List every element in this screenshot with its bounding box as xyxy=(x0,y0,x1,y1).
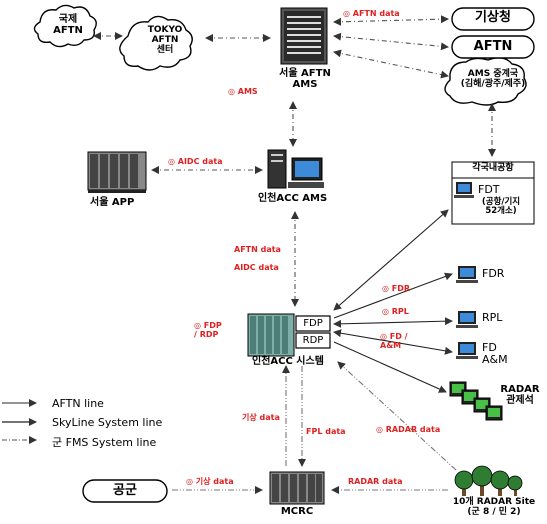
seoul-aftn-ams-line2: AMS xyxy=(292,79,318,90)
fd-am-line2: A&M xyxy=(482,353,508,367)
tokyo-aftn-line1: TOKYO xyxy=(147,25,183,35)
edge-acc-rpl xyxy=(333,317,453,328)
legend-lines xyxy=(2,399,37,444)
fd-am-line1: FD xyxy=(482,341,497,354)
fd-am-edge-label: ◎ FD / A&M xyxy=(380,332,408,351)
edge-radarsite-acc xyxy=(337,361,457,471)
ams-relay-line2: (김해/광주/제주) xyxy=(460,78,526,89)
radar-site-line2: (군 8 / 민 2) xyxy=(467,506,521,517)
radar-control-line2: 관제석 xyxy=(506,395,534,406)
rpl-monitor-icon xyxy=(456,311,478,328)
seoul-app-label: 서울 APP xyxy=(90,197,135,208)
radar-data-mid-label: ◎ RADAR data xyxy=(376,425,441,434)
radar-control-line1: RADAR xyxy=(500,384,540,395)
fdt-monitor-icon xyxy=(454,182,474,198)
fdt-sub-label: (공항/기지 52개소) xyxy=(470,197,532,217)
korea-aftn-cloud xyxy=(33,4,97,48)
kma-label: 기상청 xyxy=(475,10,511,25)
legend-label-aftn: AFTN line xyxy=(52,397,104,410)
rdp-label: RDP xyxy=(302,335,324,346)
tokyo-aftn-line2: AFTN xyxy=(151,34,179,45)
rpl-label: RPL xyxy=(482,311,503,324)
fdp-box xyxy=(295,315,331,332)
fd-monitor-icon xyxy=(456,342,478,359)
radar-site-line1: 10개 RADAR Site xyxy=(452,497,536,507)
fdp-rdp-edge-line2: / RDP xyxy=(194,329,219,339)
incheon-acc-system-rack-icon xyxy=(247,313,295,357)
ams-label: ◎ AMS xyxy=(228,87,258,96)
radar-data-bottom-label: RADAR data xyxy=(348,477,403,486)
fdt-label: FDT xyxy=(478,183,500,196)
fpl-data-label: FPL data xyxy=(306,427,346,436)
tokyo-aftn-line3: 센터 xyxy=(156,44,174,55)
kma-box xyxy=(451,7,535,31)
edge-acc-fdt xyxy=(333,209,449,311)
fdp-rdp-edge-label: ◎ FDP / RDP xyxy=(194,321,222,340)
seoul-aftn-ams-label: 서울 AFTN AMS xyxy=(260,68,350,90)
tokyo-aftn-label: TOKYO AFTN 센터 xyxy=(130,25,200,56)
mcrc-rack-icon xyxy=(269,471,325,505)
mcrc-label: MCRC xyxy=(280,506,314,517)
aidc-data-mid-label: AIDC data xyxy=(234,263,279,272)
air-force-box xyxy=(82,479,168,503)
edge-acc-fd xyxy=(333,329,453,355)
incheon-acc-ams-computer-icon xyxy=(267,149,324,189)
edge-seoul-amsrelay xyxy=(333,49,449,79)
aidc-data-label: ◎ AIDC data xyxy=(168,157,223,166)
aftn-label: AFTN xyxy=(473,39,513,54)
weather-data-bottom-label: ◎ 기상 data xyxy=(186,477,234,486)
fdr-edge-label: ◎ FDR xyxy=(382,284,411,293)
legend-label-fms: 군 FMS System line xyxy=(52,436,157,449)
aftn-data-top-label: ◎ AFTN data xyxy=(343,9,400,18)
fdt-sub-line2: 52개소) xyxy=(485,206,517,217)
incheon-acc-ams-label: 인천ACC AMS xyxy=(258,193,328,204)
radar-site-icon xyxy=(454,465,523,496)
rpl-edge-label: ◎ RPL xyxy=(382,307,409,316)
ams-relay-line1: AMS 중계국 xyxy=(467,69,519,79)
korea-aftn-line2: AFTN xyxy=(53,25,83,36)
radar-control-label: RADAR 관제석 xyxy=(496,384,544,406)
korea-aftn-label: 국제 AFTN xyxy=(40,14,96,36)
edge-acc-fdr xyxy=(333,272,453,319)
aftn-box xyxy=(451,35,535,59)
fdr-label: FDR xyxy=(482,267,505,280)
seoul-app-rack-icon xyxy=(87,151,147,193)
ams-relay-label: AMS 중계국 (김해/광주/제주) xyxy=(448,69,538,90)
edge-seoul-aftn xyxy=(333,32,449,51)
weather-data-label: 기상 data xyxy=(242,413,280,422)
tokyo-aftn-cloud xyxy=(119,15,193,71)
rdp-box xyxy=(295,332,331,349)
radar-console-icon xyxy=(449,381,503,421)
fdr-monitor-icon xyxy=(456,266,478,283)
aftn-data-mid-label: AFTN data xyxy=(234,245,281,254)
incheon-acc-system-label: 인천ACC 시스템 xyxy=(252,356,324,367)
airports-header-label: 각국내공항 xyxy=(472,163,514,173)
edge-acc-radar xyxy=(333,341,447,393)
fdp-rdp-edge-line1: ◎ FDP xyxy=(194,321,222,330)
korea-aftn-line1: 국제 xyxy=(58,14,78,25)
fd-am-edge-line1: ◎ FD / xyxy=(380,332,408,341)
seoul-aftn-ams-server-icon xyxy=(280,7,328,65)
fdp-label: FDP xyxy=(303,318,323,329)
fd-am-label: FD A&M xyxy=(482,341,508,367)
radar-site-label: 10개 RADAR Site (군 8 / 민 2) xyxy=(442,497,546,518)
legend-label-skyline: SkyLine System line xyxy=(52,416,163,429)
edge-seoul-kma xyxy=(333,15,449,26)
seoul-aftn-ams-line1: 서울 AFTN xyxy=(279,68,331,79)
fdt-sub-line1: (공항/기지 xyxy=(481,197,521,207)
air-force-label: 공군 xyxy=(113,483,137,498)
fd-am-edge-line2: A&M xyxy=(380,340,402,350)
